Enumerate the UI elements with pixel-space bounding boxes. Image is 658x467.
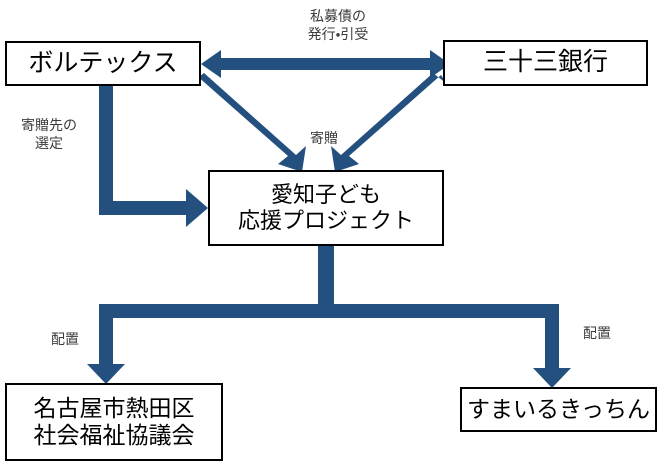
node-atsuta-council-label: 名古屋市熱田区 社会福祉協議会 bbox=[33, 394, 195, 448]
branch-connector-project bbox=[87, 246, 571, 388]
arrow-bank-project-diagonal bbox=[331, 73, 447, 172]
node-atsuta-council[interactable]: 名古屋市熱田区 社会福祉協議会 bbox=[5, 383, 223, 461]
arrow-vortex-project-elbow bbox=[99, 86, 208, 227]
edge-label-recipient-selection: 寄贈先の 選定 bbox=[21, 117, 77, 151]
arrow-vortex-bank bbox=[201, 50, 450, 78]
node-smile-kitchen-label: すまいるきっちん bbox=[466, 395, 651, 422]
edge-label-donation: 寄贈 bbox=[310, 130, 338, 146]
edge-label-private-bond-issuance: 私募債の 発行・引受 bbox=[307, 8, 369, 42]
node-vortex[interactable]: ボルテックス bbox=[5, 41, 201, 86]
node-vortex-label: ボルテックス bbox=[28, 48, 178, 77]
node-project[interactable]: 愛知子ども 応援プロジェクト bbox=[208, 170, 444, 246]
node-bank-label: 三十三銀行 bbox=[482, 48, 608, 77]
node-project-label: 愛知子ども 応援プロジェクト bbox=[237, 182, 414, 233]
edge-label-placement-right: 配置 bbox=[583, 325, 611, 341]
node-bank[interactable]: 三十三銀行 bbox=[443, 40, 648, 86]
node-smile-kitchen[interactable]: すまいるきっちん bbox=[460, 387, 657, 432]
arrow-vortex-project-diagonal bbox=[190, 73, 306, 172]
edge-label-placement-left: 配置 bbox=[51, 331, 79, 347]
